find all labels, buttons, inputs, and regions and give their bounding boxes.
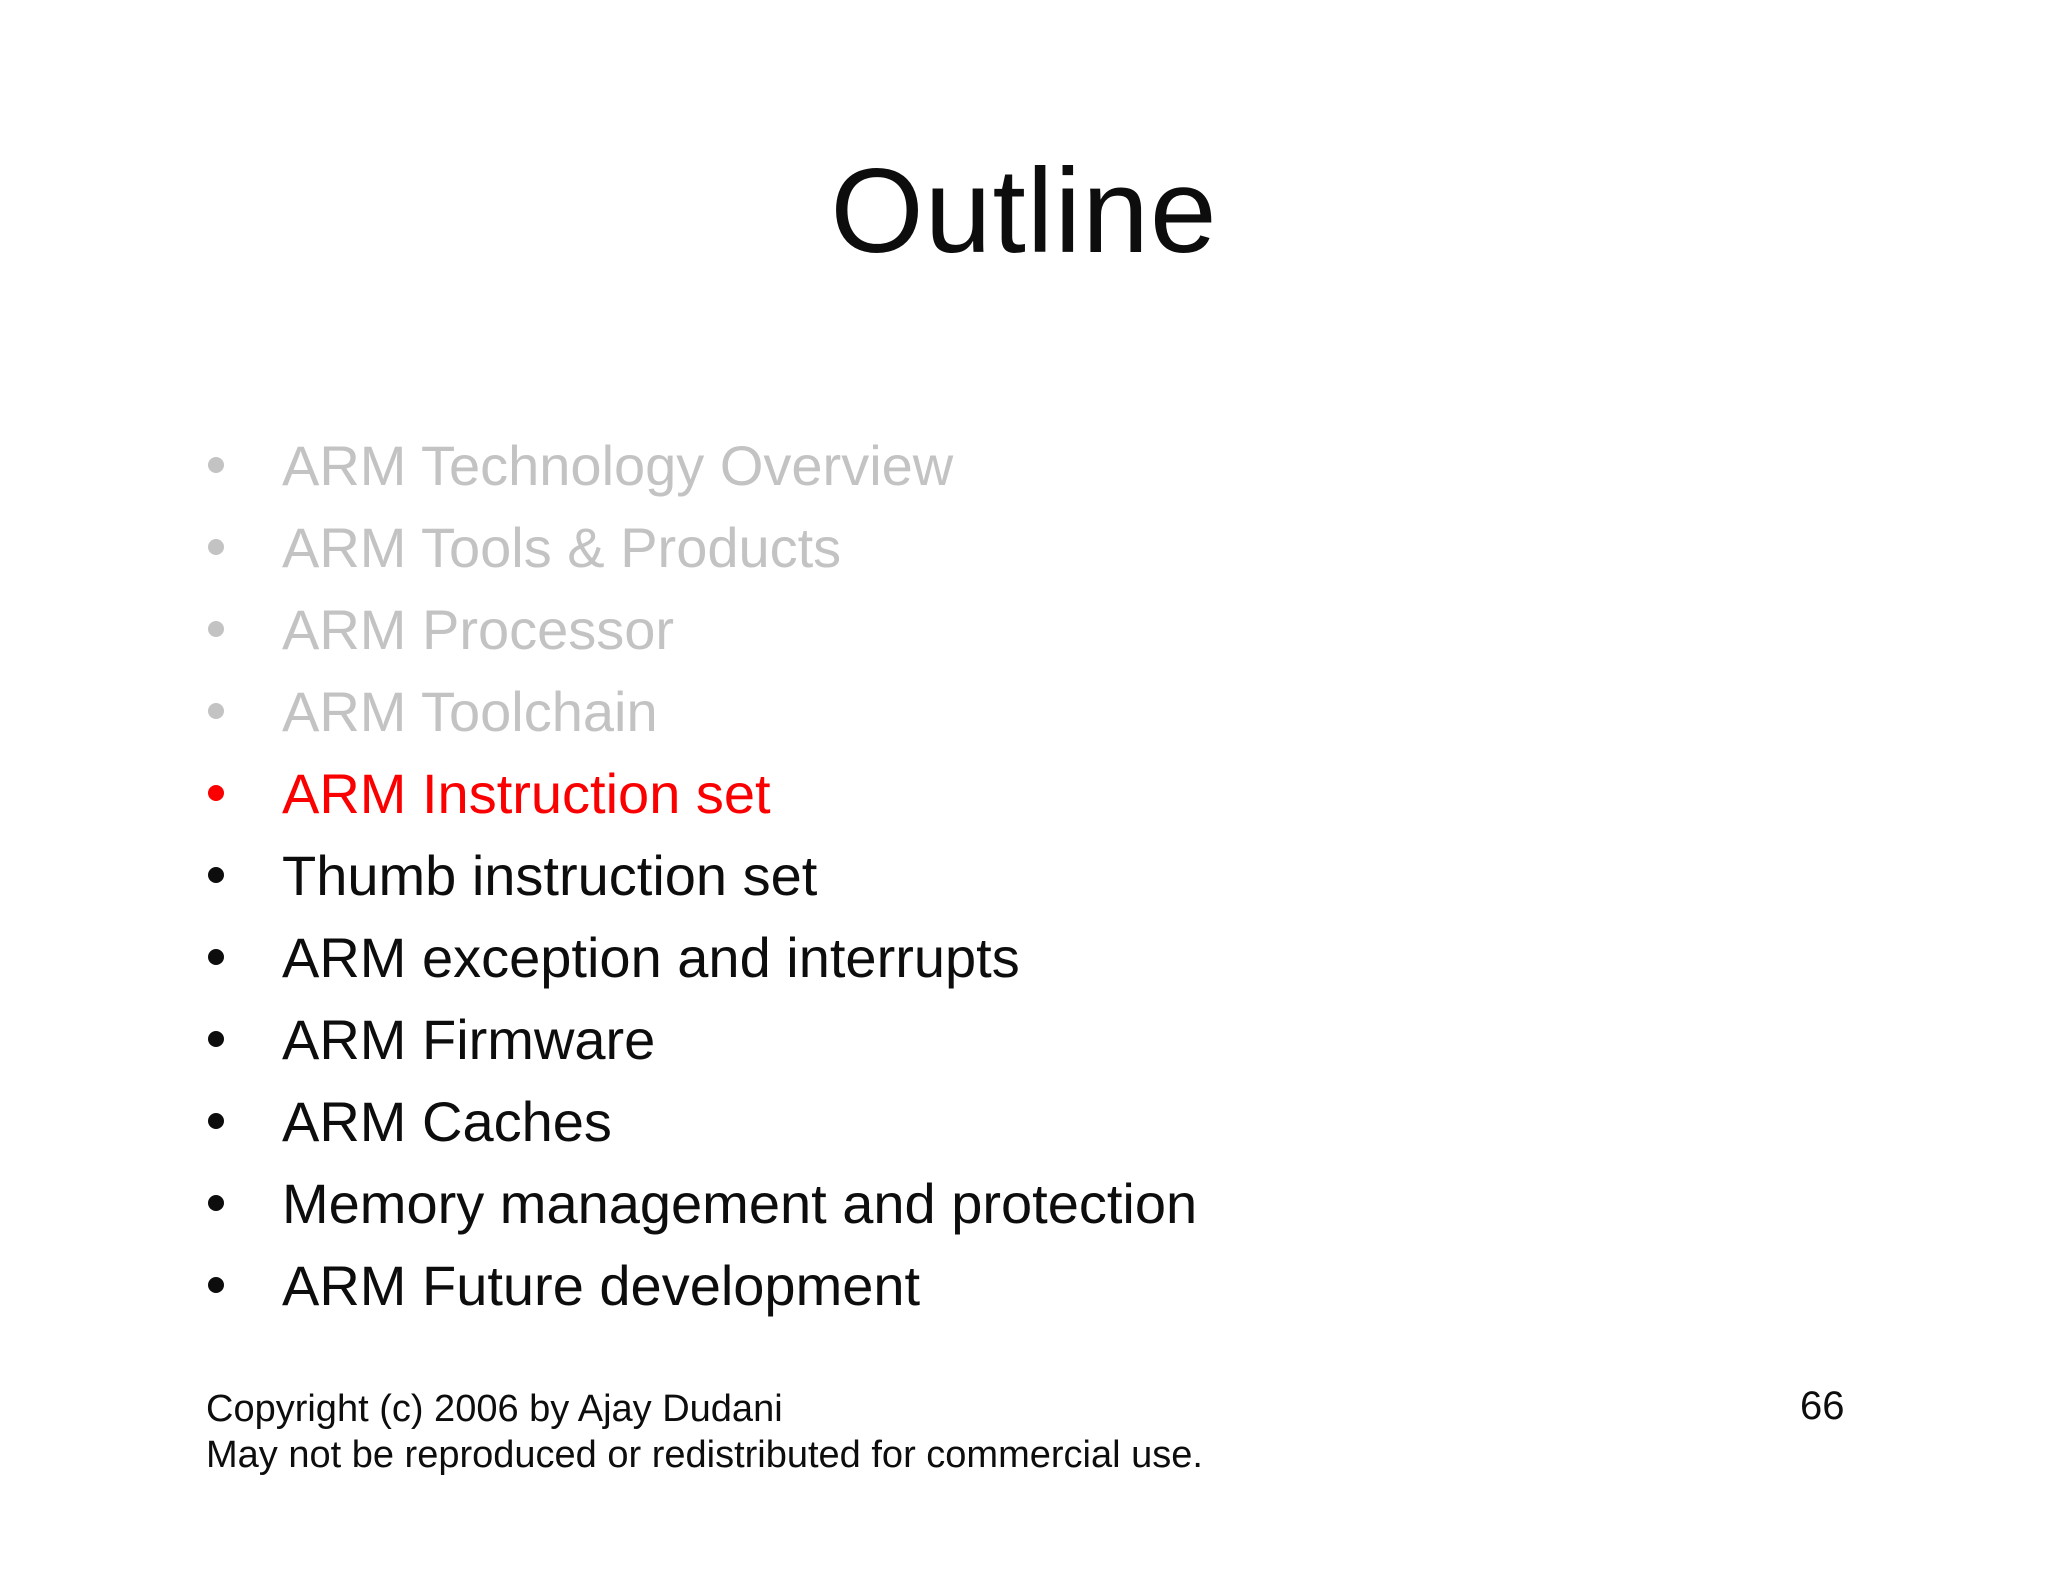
bullet-icon [208, 1195, 224, 1211]
outline-item: ARM Instruction set [208, 752, 1197, 834]
page-number: 66 [1800, 1384, 1845, 1428]
outline-item: ARM Future development [208, 1244, 1197, 1326]
outline-item-label: ARM Future development [282, 1253, 921, 1317]
outline-item: ARM Technology Overview [208, 424, 1197, 506]
bullet-icon [208, 621, 224, 637]
outline-item-label: ARM Caches [282, 1089, 612, 1153]
outline-item: ARM Firmware [208, 998, 1197, 1080]
outline-item: ARM exception and interrupts [208, 916, 1197, 998]
outline-list: ARM Technology Overview ARM Tools & Prod… [208, 424, 1197, 1326]
bullet-icon [208, 1277, 224, 1293]
outline-item-label: ARM Instruction set [282, 761, 771, 825]
bullet-icon [208, 703, 224, 719]
outline-item: Memory management and protection [208, 1162, 1197, 1244]
outline-item-label: Thumb instruction set [282, 843, 818, 907]
bullet-icon [208, 949, 224, 965]
copyright-line-2: May not be reproduced or redistributed f… [206, 1434, 1203, 1476]
outline-item-label: ARM Technology Overview [282, 433, 954, 497]
outline-item-label: ARM exception and interrupts [282, 925, 1020, 989]
bullet-icon [208, 539, 224, 555]
outline-item-label: Memory management and protection [282, 1171, 1198, 1235]
outline-item: ARM Caches [208, 1080, 1197, 1162]
bullet-icon [208, 785, 224, 801]
bullet-icon [208, 1113, 224, 1129]
outline-item: ARM Tools & Products [208, 506, 1197, 588]
outline-item-label: ARM Toolchain [282, 679, 658, 743]
bullet-icon [208, 867, 224, 883]
bullet-icon [208, 457, 224, 473]
outline-item-label: ARM Processor [282, 597, 675, 661]
slide-title: Outline [830, 144, 1218, 278]
outline-item: ARM Toolchain [208, 670, 1197, 752]
copyright-line-1: Copyright (c) 2006 by Ajay Dudani [206, 1388, 783, 1430]
copyright-footer: Copyright (c) 2006 by Ajay Dudani May no… [206, 1386, 1203, 1478]
bullet-icon [208, 1031, 224, 1047]
outline-item: Thumb instruction set [208, 834, 1197, 916]
outline-item-label: ARM Firmware [282, 1007, 656, 1071]
outline-item: ARM Processor [208, 588, 1197, 670]
outline-item-label: ARM Tools & Products [282, 515, 842, 579]
